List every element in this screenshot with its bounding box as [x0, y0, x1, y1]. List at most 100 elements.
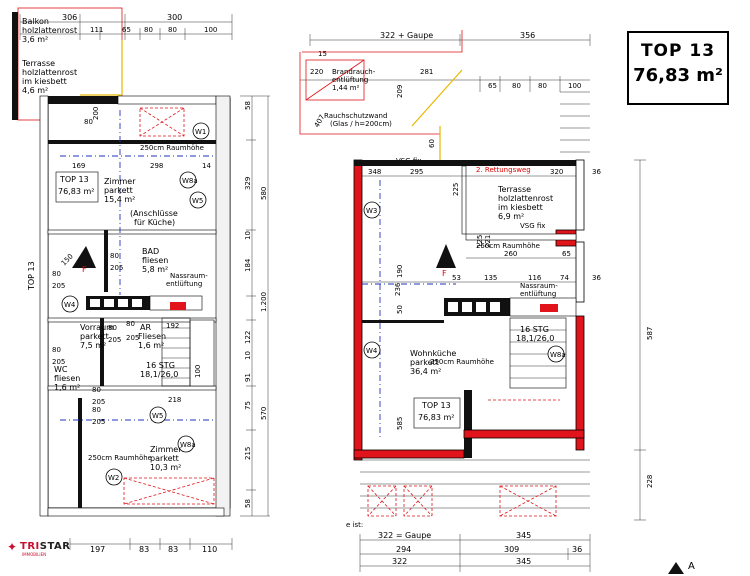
svg-text:135: 135 [484, 274, 497, 282]
svg-text:205: 205 [92, 418, 105, 426]
svg-text:585: 585 [396, 417, 404, 430]
svg-text:329: 329 [244, 177, 252, 190]
svg-text:220: 220 [310, 68, 323, 76]
left-bottom-dimensions: 197 83 83 110 [69, 538, 233, 554]
svg-text:587: 587 [646, 327, 654, 340]
svg-text:184: 184 [244, 258, 252, 272]
svg-text:295: 295 [410, 168, 423, 176]
left-shaft-row [86, 295, 203, 311]
svg-text:225: 225 [452, 183, 460, 196]
left-dim-top-6: 100 [204, 26, 217, 34]
svg-text:60: 60 [428, 139, 436, 148]
svg-text:80: 80 [126, 320, 135, 328]
svg-text:80: 80 [108, 324, 117, 332]
right-side-dimensions: 587 228 [634, 159, 654, 521]
svg-text:580: 580 [260, 187, 268, 200]
svg-text:100: 100 [568, 82, 581, 90]
left-dim-top-0: 306 [62, 13, 77, 22]
window-w4-label: W4 [64, 301, 76, 309]
svg-text:260: 260 [504, 250, 517, 258]
svg-text:205: 205 [52, 282, 65, 290]
right-skylights [367, 399, 560, 517]
svg-text:80: 80 [52, 346, 61, 354]
north-arrow-right-icon [436, 244, 456, 268]
right-bottom-dimensions: e ist: 322 = Gaupe 345 294 309 36 322 34… [346, 521, 591, 572]
svg-text:65: 65 [488, 82, 497, 90]
left-dim-top-3: 65 [122, 26, 131, 34]
left-dim-top-5: 80 [168, 26, 177, 34]
svg-text:348: 348 [368, 168, 381, 176]
window-w8a-label: W8a [182, 177, 198, 185]
svg-text:169: 169 [72, 162, 85, 170]
svg-text:197: 197 [90, 545, 105, 554]
svg-text:320: 320 [550, 168, 563, 176]
svg-text:294: 294 [396, 545, 411, 554]
left-dim-top-1: 300 [167, 13, 182, 22]
left-top-dimensions: 306 300 111 65 80 80 100 [19, 13, 233, 40]
svg-text:e ist:: e ist: [346, 521, 363, 529]
svg-text:80: 80 [52, 270, 61, 278]
svg-text:F: F [442, 269, 447, 278]
svg-text:322: 322 [392, 557, 407, 566]
svg-text:205: 205 [110, 264, 123, 272]
left-dim-top-4: 80 [144, 26, 153, 34]
roof-hatch [360, 91, 590, 509]
svg-text:298: 298 [150, 162, 163, 170]
svg-text:83: 83 [168, 545, 178, 554]
svg-text:209: 209 [396, 85, 404, 98]
svg-text:VSG fix: VSG fix [520, 222, 545, 230]
left-right-dimensions: 58 329 580 10 184 1.200 122 10 91 75 570… [240, 95, 270, 517]
window-w8a-b-label: W8a [180, 441, 196, 449]
unit-badge: TOP 13 76,83 m² [627, 31, 729, 105]
svg-text:74: 74 [560, 274, 569, 282]
svg-text:205: 205 [126, 334, 139, 342]
svg-text:250cm Raumhöhe: 250cm Raumhöhe [140, 144, 204, 152]
logo-star-icon: ✦ [7, 540, 18, 554]
svg-text:75: 75 [244, 401, 252, 410]
svg-text:218: 218 [168, 396, 181, 404]
svg-text:192: 192 [166, 322, 179, 330]
company-logo: ✦ TRISTAR IMMOBILIEN [7, 540, 71, 557]
svg-text:236: 236 [394, 282, 402, 296]
svg-text:10: 10 [244, 351, 252, 360]
svg-text:356: 356 [520, 31, 535, 40]
svg-text:Rauchschutzwand(Glas / h=200cm: Rauchschutzwand(Glas / h=200cm) [324, 112, 392, 128]
svg-text:250cm Raumhöhe: 250cm Raumhöhe [476, 242, 540, 250]
svg-text:36: 36 [592, 168, 601, 176]
svg-text:80: 80 [512, 82, 521, 90]
svg-text:91: 91 [244, 373, 252, 382]
svg-text:53: 53 [452, 274, 461, 282]
svg-text:36: 36 [572, 545, 582, 554]
svg-text:58: 58 [244, 499, 252, 508]
svg-text:215: 215 [244, 447, 252, 460]
svg-text:205: 205 [108, 336, 121, 344]
left-windows: W1 W5 W8a W4 W5 W8a W2 [61, 122, 210, 486]
svg-text:65: 65 [562, 250, 571, 258]
svg-text:15: 15 [318, 50, 327, 58]
svg-text:80: 80 [110, 252, 119, 260]
svg-text:221: 221 [484, 235, 492, 248]
svg-text:125: 125 [476, 235, 484, 248]
left-stairs [161, 317, 191, 387]
svg-text:205: 205 [92, 398, 105, 406]
svg-text:2. Rettungsweg: 2. Rettungsweg [476, 166, 531, 174]
svg-text:100: 100 [194, 365, 202, 378]
section-marker-label: A [688, 561, 695, 572]
svg-text:50: 50 [396, 305, 404, 314]
svg-text:80: 80 [92, 386, 101, 394]
svg-text:190: 190 [396, 265, 404, 278]
svg-text:W4: W4 [366, 347, 378, 355]
window-w2-label: W2 [108, 474, 119, 482]
